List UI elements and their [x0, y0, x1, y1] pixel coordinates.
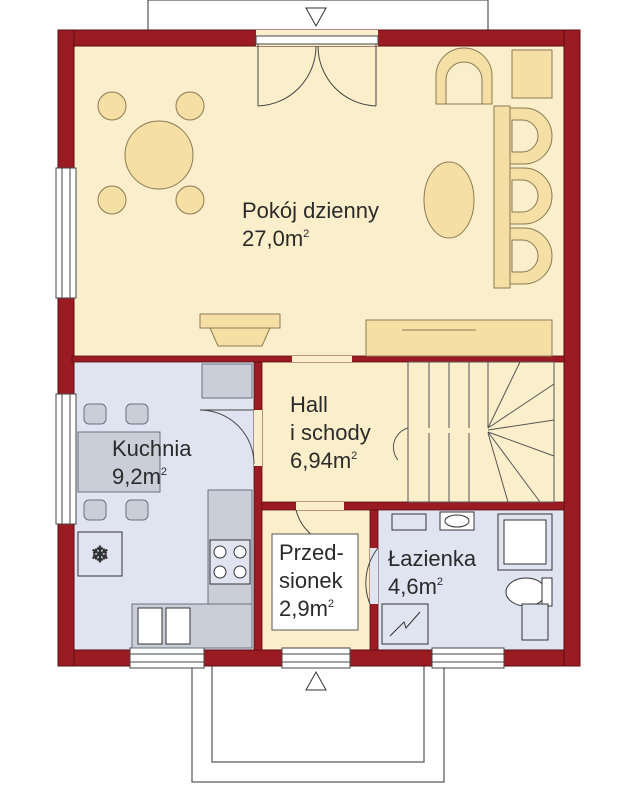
- top-terrace-outline: [147, 0, 489, 32]
- armchair: [435, 47, 553, 105]
- snowflake-icon: ❄: [91, 543, 109, 568]
- stairs-icon: [392, 361, 555, 503]
- kitchen-area: 9,2m2: [112, 464, 167, 489]
- terrace-door-icon: [255, 35, 379, 107]
- living-room-area: 27,0m2: [242, 226, 309, 251]
- hall-name-line2: i schody: [290, 420, 371, 445]
- kitchen-door-swing: [199, 409, 255, 465]
- living-room-name: Pokój dzienny: [242, 198, 379, 223]
- coffee-table: [423, 161, 475, 239]
- vestibule-label-box: [271, 533, 359, 631]
- hall-area: 6,94m2: [290, 448, 357, 473]
- dining-set: [97, 91, 205, 215]
- shower: [497, 513, 553, 571]
- toilet: [505, 577, 553, 607]
- vestibule-area: 2,9m2: [279, 596, 334, 621]
- window-icon: [55, 167, 505, 669]
- kitchen-table: [77, 403, 161, 521]
- bath-sink: [439, 511, 475, 531]
- entrance-arrow-icon: [305, 670, 327, 691]
- fireplace: [199, 313, 281, 347]
- bathroom-area: 4,6m2: [388, 574, 443, 599]
- entrance-arrow-icon: [305, 7, 327, 28]
- washing-machine: [521, 603, 549, 641]
- tv-cabinet: [365, 319, 553, 357]
- vestibule-name-line2: sionek: [279, 568, 344, 593]
- heater: [391, 513, 427, 531]
- vestibule-name-line1: Przed-: [279, 540, 344, 565]
- kitchen-name: Kuchnia: [112, 436, 192, 461]
- bathroom-name: Łazienka: [388, 546, 477, 571]
- cooktop-icon: [209, 539, 251, 585]
- hall-name-line1: Hall: [290, 392, 328, 417]
- fridge: ❄: [77, 531, 123, 577]
- sofa: [493, 105, 553, 289]
- sink: [137, 607, 191, 645]
- boiler: [381, 603, 429, 645]
